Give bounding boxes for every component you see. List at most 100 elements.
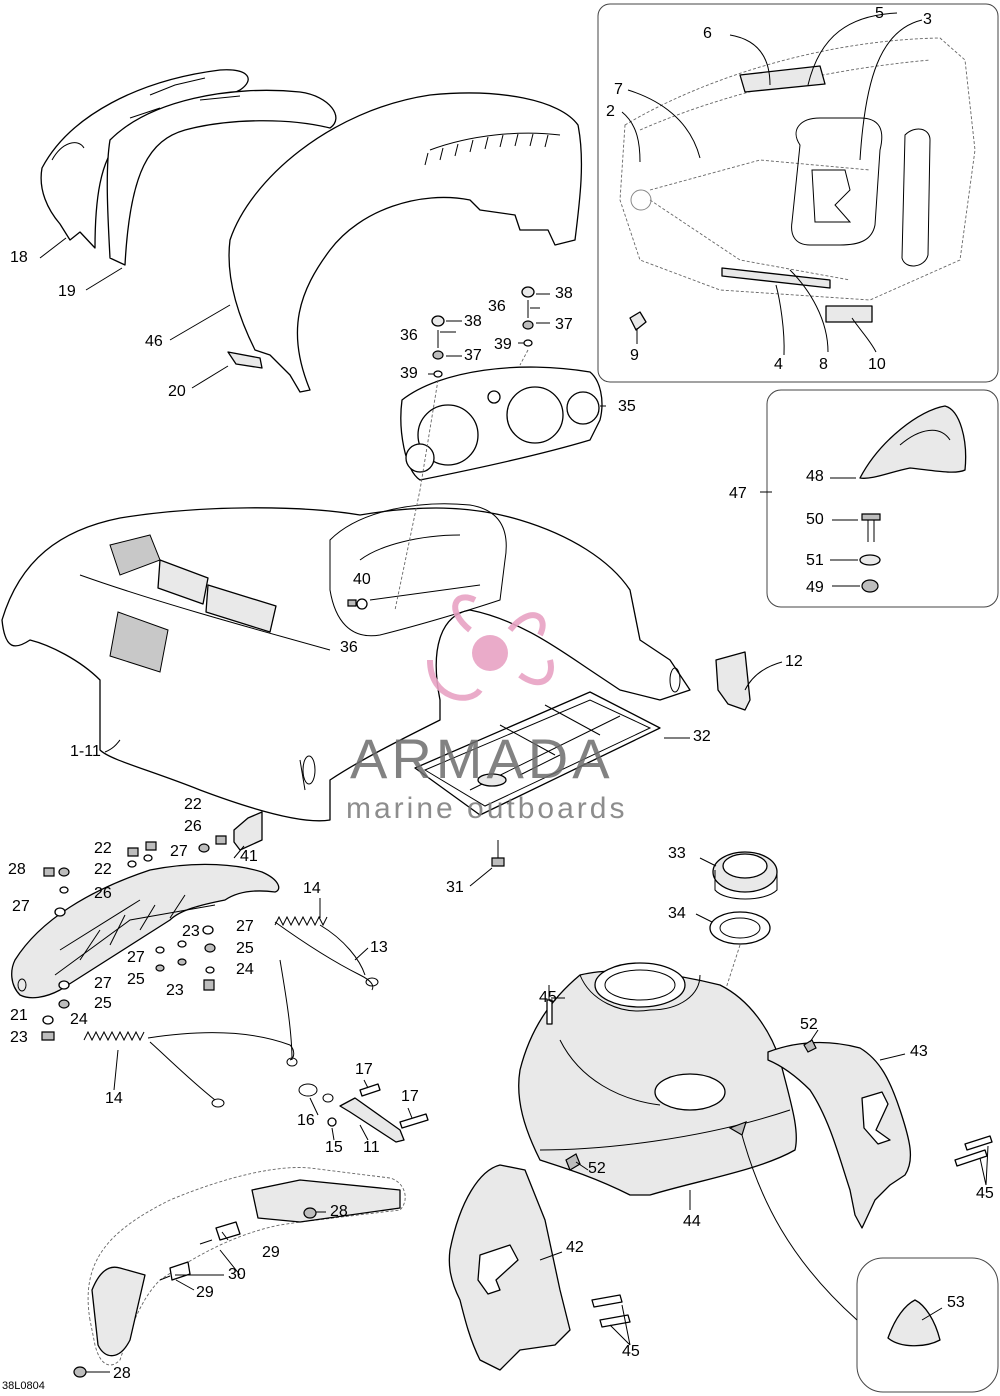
callout-36-a: 36 bbox=[488, 298, 506, 315]
callout-23-c: 23 bbox=[10, 1029, 28, 1046]
hardware-36-39 bbox=[347, 286, 535, 611]
callout-2: 2 bbox=[606, 103, 615, 120]
callout-14-b: 14 bbox=[105, 1090, 123, 1107]
callout-48: 48 bbox=[806, 468, 824, 485]
callout-8: 8 bbox=[819, 356, 828, 373]
callout-24-a: 24 bbox=[236, 961, 254, 978]
callout-45-b: 45 bbox=[976, 1185, 994, 1202]
callout-9: 9 bbox=[630, 347, 639, 364]
callout-42: 42 bbox=[566, 1239, 584, 1256]
panel-42 bbox=[448, 1164, 571, 1371]
callout-49: 49 bbox=[806, 579, 824, 596]
callout-4: 4 bbox=[774, 356, 783, 373]
callout-41: 41 bbox=[240, 848, 258, 865]
callout-5: 5 bbox=[875, 5, 884, 22]
callout-39-a: 39 bbox=[494, 336, 512, 353]
bracket-41 bbox=[233, 811, 263, 851]
callout-22-b: 22 bbox=[94, 840, 112, 857]
callout-27-a: 27 bbox=[170, 843, 188, 860]
callout-14-a: 14 bbox=[303, 880, 321, 897]
callout-20: 20 bbox=[168, 383, 186, 400]
screw-31 bbox=[491, 840, 505, 867]
callout-32: 32 bbox=[693, 728, 711, 745]
callout-7: 7 bbox=[614, 81, 623, 98]
cover-19 bbox=[106, 89, 337, 266]
callout-27-e: 27 bbox=[94, 975, 112, 992]
callout-1-11: 1-11 bbox=[70, 743, 101, 760]
callout-40: 40 bbox=[353, 571, 371, 588]
callout-44: 44 bbox=[683, 1213, 701, 1230]
callout-27-d: 27 bbox=[127, 949, 145, 966]
leader-lines bbox=[39, 12, 989, 1373]
diagram-code: 38L0804 bbox=[2, 1380, 45, 1392]
callout-3: 3 bbox=[923, 11, 932, 28]
hardware-22-28 bbox=[41, 835, 227, 1041]
callout-10: 10 bbox=[868, 356, 886, 373]
inset-47 bbox=[766, 389, 999, 608]
inset-53 bbox=[741, 1134, 999, 1393]
callout-27-c: 27 bbox=[236, 918, 254, 935]
callout-22-c: 22 bbox=[94, 861, 112, 878]
callout-51: 51 bbox=[806, 552, 824, 569]
clip-20 bbox=[227, 351, 263, 369]
callout-29-b: 29 bbox=[196, 1284, 214, 1301]
callout-13: 13 bbox=[370, 939, 388, 956]
callout-30: 30 bbox=[228, 1266, 246, 1283]
cover-46 bbox=[228, 92, 583, 393]
clip-12 bbox=[715, 651, 751, 711]
callout-6: 6 bbox=[703, 25, 712, 42]
callout-39-b: 39 bbox=[400, 365, 418, 382]
callout-47: 47 bbox=[729, 485, 747, 502]
callout-25-a: 25 bbox=[236, 940, 254, 957]
callout-38-a: 38 bbox=[555, 285, 573, 302]
callout-25-b: 25 bbox=[127, 971, 145, 988]
callout-21: 21 bbox=[10, 1007, 28, 1024]
callout-12: 12 bbox=[785, 653, 803, 670]
callout-22-a: 22 bbox=[184, 796, 202, 813]
bezel-33-34 bbox=[689, 851, 778, 1101]
callout-26-b: 26 bbox=[94, 885, 112, 902]
tray-32 bbox=[414, 691, 661, 816]
callout-17-a: 17 bbox=[355, 1061, 373, 1078]
callout-36-b: 36 bbox=[400, 327, 418, 344]
callout-31: 31 bbox=[446, 879, 464, 896]
callout-37-a: 37 bbox=[555, 316, 573, 333]
callout-26-a: 26 bbox=[184, 818, 202, 835]
callout-46: 46 bbox=[145, 333, 163, 350]
gauge-cover-35 bbox=[400, 366, 603, 481]
callout-28-b: 28 bbox=[330, 1203, 348, 1220]
watermark-brand: ARMADA bbox=[350, 727, 614, 790]
callout-19: 19 bbox=[58, 283, 76, 300]
callout-45-c: 45 bbox=[622, 1343, 640, 1360]
body-1-11 bbox=[1, 503, 691, 822]
console-44 bbox=[518, 962, 797, 1196]
hardware-11-17 bbox=[298, 1083, 429, 1143]
inset-top-right bbox=[597, 3, 999, 383]
fasteners-45-52 bbox=[546, 985, 993, 1328]
callout-52-a: 52 bbox=[800, 1016, 818, 1033]
callout-15: 15 bbox=[325, 1139, 343, 1156]
callout-37-b: 37 bbox=[464, 347, 482, 364]
callout-50: 50 bbox=[806, 511, 824, 528]
callout-28-a: 28 bbox=[8, 861, 26, 878]
callout-53: 53 bbox=[947, 1294, 965, 1311]
bumper-28-30 bbox=[73, 1167, 406, 1378]
callout-45-a: 45 bbox=[539, 989, 557, 1006]
callout-34: 34 bbox=[668, 905, 686, 922]
callout-27-b: 27 bbox=[12, 898, 30, 915]
callout-18: 18 bbox=[10, 249, 28, 266]
callout-23-b: 23 bbox=[166, 982, 184, 999]
watermark-logo bbox=[427, 594, 554, 701]
callout-33: 33 bbox=[668, 845, 686, 862]
callout-43: 43 bbox=[910, 1043, 928, 1060]
panel-43 bbox=[767, 1041, 912, 1229]
bracket-21 bbox=[11, 863, 280, 999]
callout-38-b: 38 bbox=[464, 313, 482, 330]
watermark-tagline: marine outboards bbox=[346, 792, 628, 825]
spring-cable-assembly bbox=[83, 915, 379, 1108]
callout-28-c: 28 bbox=[113, 1365, 131, 1382]
callout-29-a: 29 bbox=[262, 1244, 280, 1261]
callout-17-b: 17 bbox=[401, 1088, 419, 1105]
